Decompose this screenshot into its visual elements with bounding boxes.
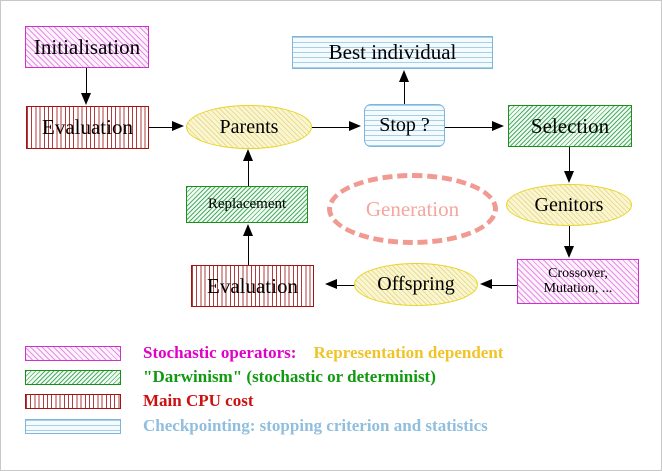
edge-stop-to-best-individual <box>404 81 406 105</box>
node-best-individual[interactable]: Best individual <box>292 36 493 69</box>
node-selection-label: Selection <box>530 113 610 138</box>
arrowhead-replacement-to-parents <box>243 149 253 161</box>
node-genitors-label: Genitors <box>534 193 604 216</box>
legend-text-darwinism: "Darwinism" (stochastic or determinist) <box>143 367 436 387</box>
legend-text-checkpointing: Checkpointing: stopping criterion and st… <box>143 416 488 436</box>
arrowhead-stop-to-best-individual <box>399 70 409 82</box>
legend-swatch-green <box>25 370 121 385</box>
arrowhead-genitors-to-crossover <box>564 246 574 258</box>
node-evaluation-bottom[interactable]: Evaluation <box>191 265 314 307</box>
legend-label-stochastic-operators: Stochastic operators: <box>143 343 297 362</box>
node-crossover-mutation[interactable]: Crossover, Mutation, ... <box>517 259 639 304</box>
legend-swatch-blue <box>25 419 121 434</box>
node-crossover-mutation-label: Crossover, Mutation, ... <box>543 265 613 296</box>
node-offspring[interactable]: Offspring <box>354 263 478 306</box>
node-replacement[interactable]: Replacement <box>186 186 308 223</box>
arrowhead-initialisation-to-evaluation <box>81 93 91 105</box>
legend-label-representation-dependent: Representation dependent <box>313 343 504 362</box>
edge-replacement-to-parents <box>248 159 250 187</box>
edge-evaluation-to-replacement <box>248 235 250 266</box>
arrowhead-crossover-to-offspring <box>480 279 492 289</box>
legend-label-checkpointing: Checkpointing: stopping criterion and st… <box>143 416 488 435</box>
node-evaluation-top[interactable]: Evaluation <box>26 106 149 149</box>
node-offspring-label: Offspring <box>377 273 455 295</box>
node-genitors[interactable]: Genitors <box>506 184 632 226</box>
node-generation: Generation <box>327 173 498 245</box>
edge-selection-to-genitors <box>569 147 571 173</box>
arrowhead-offspring-to-evaluation <box>325 279 337 289</box>
arrowhead-evaluation-to-parents <box>172 121 184 131</box>
node-initialisation-label: Initialisation <box>33 34 141 59</box>
legend-text-cpu-cost: Main CPU cost <box>143 391 253 411</box>
node-generation-label: Generation <box>365 196 460 221</box>
edge-initialisation-to-evaluation <box>86 68 88 95</box>
arrowhead-stop-to-selection <box>492 121 504 131</box>
edge-evaluation-to-parents <box>149 127 174 129</box>
edge-stop-to-selection <box>445 127 493 129</box>
node-selection[interactable]: Selection <box>508 105 632 147</box>
node-parents[interactable]: Parents <box>186 105 312 149</box>
edge-crossover-to-offspring <box>492 285 519 287</box>
node-parents-label: Parents <box>219 115 279 138</box>
arrowhead-evaluation-to-replacement <box>243 224 253 236</box>
node-initialisation[interactable]: Initialisation <box>25 26 149 68</box>
node-evaluation-bottom-label: Evaluation <box>207 273 298 298</box>
node-best-individual-label: Best individual <box>328 40 457 65</box>
arrowhead-selection-to-genitors <box>564 171 574 183</box>
edge-parents-to-stop <box>312 127 350 129</box>
legend-label-main-cpu-cost: Main CPU cost <box>143 391 254 410</box>
node-stop[interactable]: Stop ? <box>364 104 445 147</box>
arrowhead-parents-to-stop <box>349 121 361 131</box>
edge-genitors-to-crossover <box>569 226 571 248</box>
node-evaluation-top-label: Evaluation <box>42 115 133 140</box>
node-replacement-label: Replacement <box>207 195 287 212</box>
legend-swatch-magenta <box>25 346 121 361</box>
legend-swatch-red <box>25 394 121 409</box>
node-stop-label: Stop ? <box>379 114 430 136</box>
legend-text-stochastic: Stochastic operators: Representation dep… <box>143 343 503 363</box>
legend-label-darwinism: "Darwinism" (stochastic or determinist) <box>143 367 436 386</box>
